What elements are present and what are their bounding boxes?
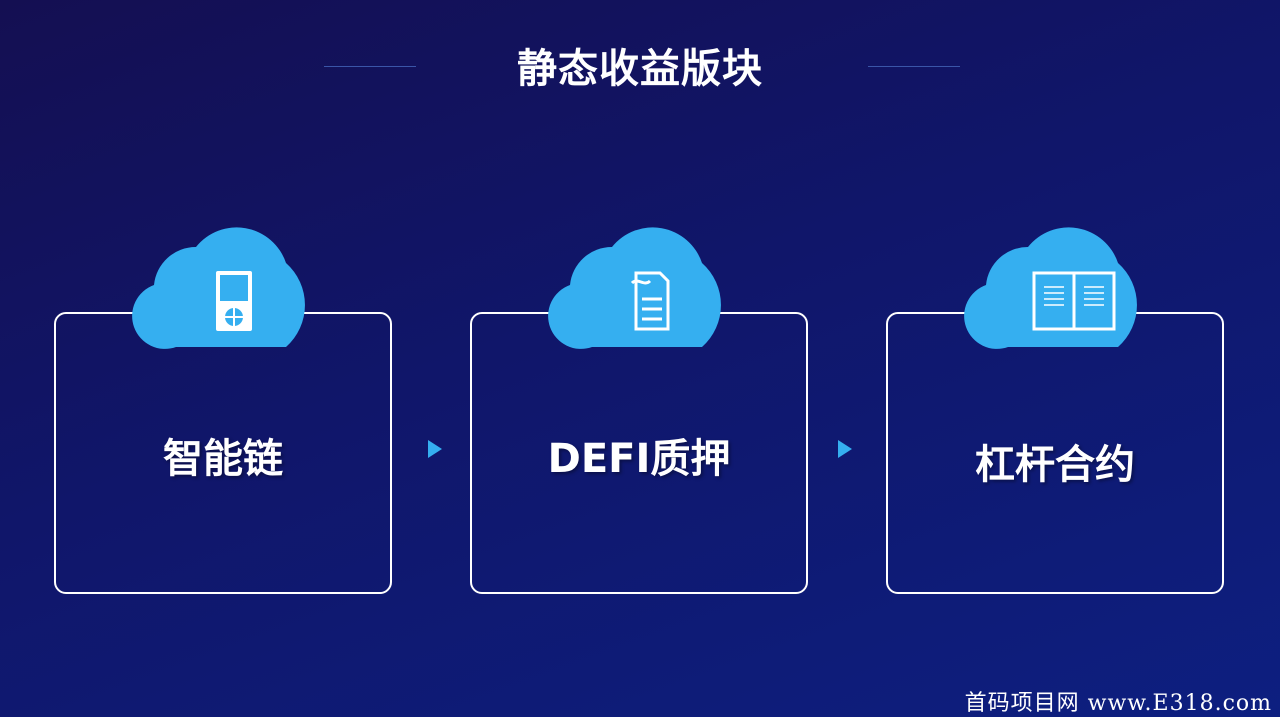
arrow-right-icon — [838, 440, 852, 458]
title-line-left — [324, 66, 416, 67]
cloud-badge — [116, 205, 351, 355]
document-icon — [630, 271, 670, 331]
card-defi-staking: DEFI质押 — [470, 312, 808, 594]
card-label: DEFI质押 — [547, 436, 731, 482]
arrow-right-icon — [428, 440, 442, 458]
card-label: 智能链 — [163, 436, 283, 482]
slide-title: 静态收益版块 — [517, 46, 763, 92]
cloud-badge — [948, 205, 1183, 355]
cloud-badge — [532, 205, 767, 355]
watermark: 首码项目网 www.E318.com — [964, 691, 1272, 716]
book-icon — [1032, 271, 1116, 331]
title-line-right — [868, 66, 960, 67]
cloud-icon — [964, 227, 1137, 349]
device-icon — [216, 271, 252, 331]
card-label: 杠杆合约 — [975, 442, 1135, 488]
